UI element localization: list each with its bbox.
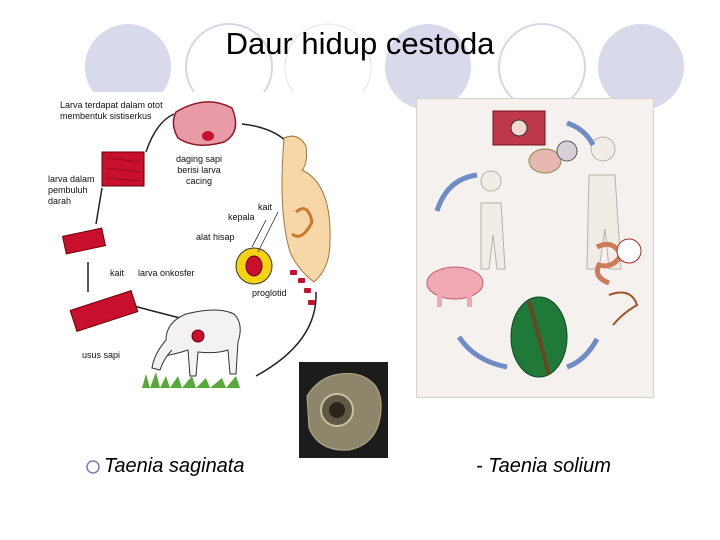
circle-3	[284, 23, 372, 110]
cow-infection-spot	[191, 329, 205, 343]
cyst-zoom	[556, 140, 578, 162]
label-larva-pembuluh: larva dalam pembuluh darah	[48, 174, 95, 206]
blood-vessel	[61, 227, 107, 255]
scolex	[245, 255, 263, 277]
circle-2	[185, 23, 273, 110]
solium-illustration	[426, 110, 642, 378]
human-gut	[291, 207, 314, 238]
label-kepala: kepala	[228, 212, 255, 222]
label-larva-otot: Larva terdapat dalam otot membentuk sist…	[60, 100, 163, 121]
arrow-3	[566, 337, 600, 370]
label-larva-onkosfer: larva onkosfer	[138, 268, 195, 278]
bullet-icon	[86, 460, 100, 474]
cow-head	[151, 339, 173, 371]
caption-taenia-saginata: Taenia saginata	[104, 455, 245, 477]
label-proglotid: proglotid	[252, 288, 287, 298]
cow-intestine	[69, 290, 139, 332]
label-kait-top: kait	[258, 202, 273, 212]
label-daging-sapi: daging sapi berisi larva cacing	[176, 154, 223, 186]
intestine	[594, 241, 624, 286]
worm-circle	[616, 238, 642, 264]
proglottid-chain	[290, 270, 315, 305]
beef-piece	[172, 101, 237, 146]
taenia-saginata-diagram: Larva terdapat dalam otot membentuk sist…	[46, 92, 366, 414]
pig	[426, 266, 484, 300]
circle-5	[498, 23, 586, 110]
arrow-1	[434, 172, 478, 212]
muscle-block	[101, 151, 145, 187]
slide-title: Daur hidup cestoda	[225, 26, 495, 61]
arrow-human-to-cow	[255, 291, 317, 377]
label-alat-hisap: alat hisap	[196, 232, 235, 242]
circle-6	[598, 24, 684, 110]
arrow-4	[456, 335, 508, 370]
adult-worm	[608, 291, 639, 326]
micrograph-image	[299, 362, 388, 458]
brain	[528, 148, 562, 174]
scolex-micrograph	[299, 362, 388, 462]
taenia-solium-diagram	[416, 98, 654, 398]
cow	[163, 309, 241, 377]
arrow-muscle-to-meat	[145, 113, 175, 153]
pork-muscle	[492, 110, 546, 146]
arrow-blood-to-muscle	[95, 187, 103, 225]
label-kait-bottom: kait	[110, 268, 125, 278]
header-circles	[85, 23, 684, 110]
arrow-2	[566, 120, 596, 147]
label-usus-sapi: usus sapi	[82, 350, 121, 360]
circle-1	[85, 24, 171, 110]
human-left	[480, 170, 506, 270]
cysticercus	[510, 119, 528, 137]
human-right	[586, 136, 622, 270]
life-cycle-drawing	[61, 101, 331, 388]
circle-4	[385, 24, 471, 110]
caption-taenia-solium: - Taenia solium	[476, 455, 611, 477]
grass	[142, 372, 240, 388]
cyst-in-beef	[202, 131, 214, 141]
